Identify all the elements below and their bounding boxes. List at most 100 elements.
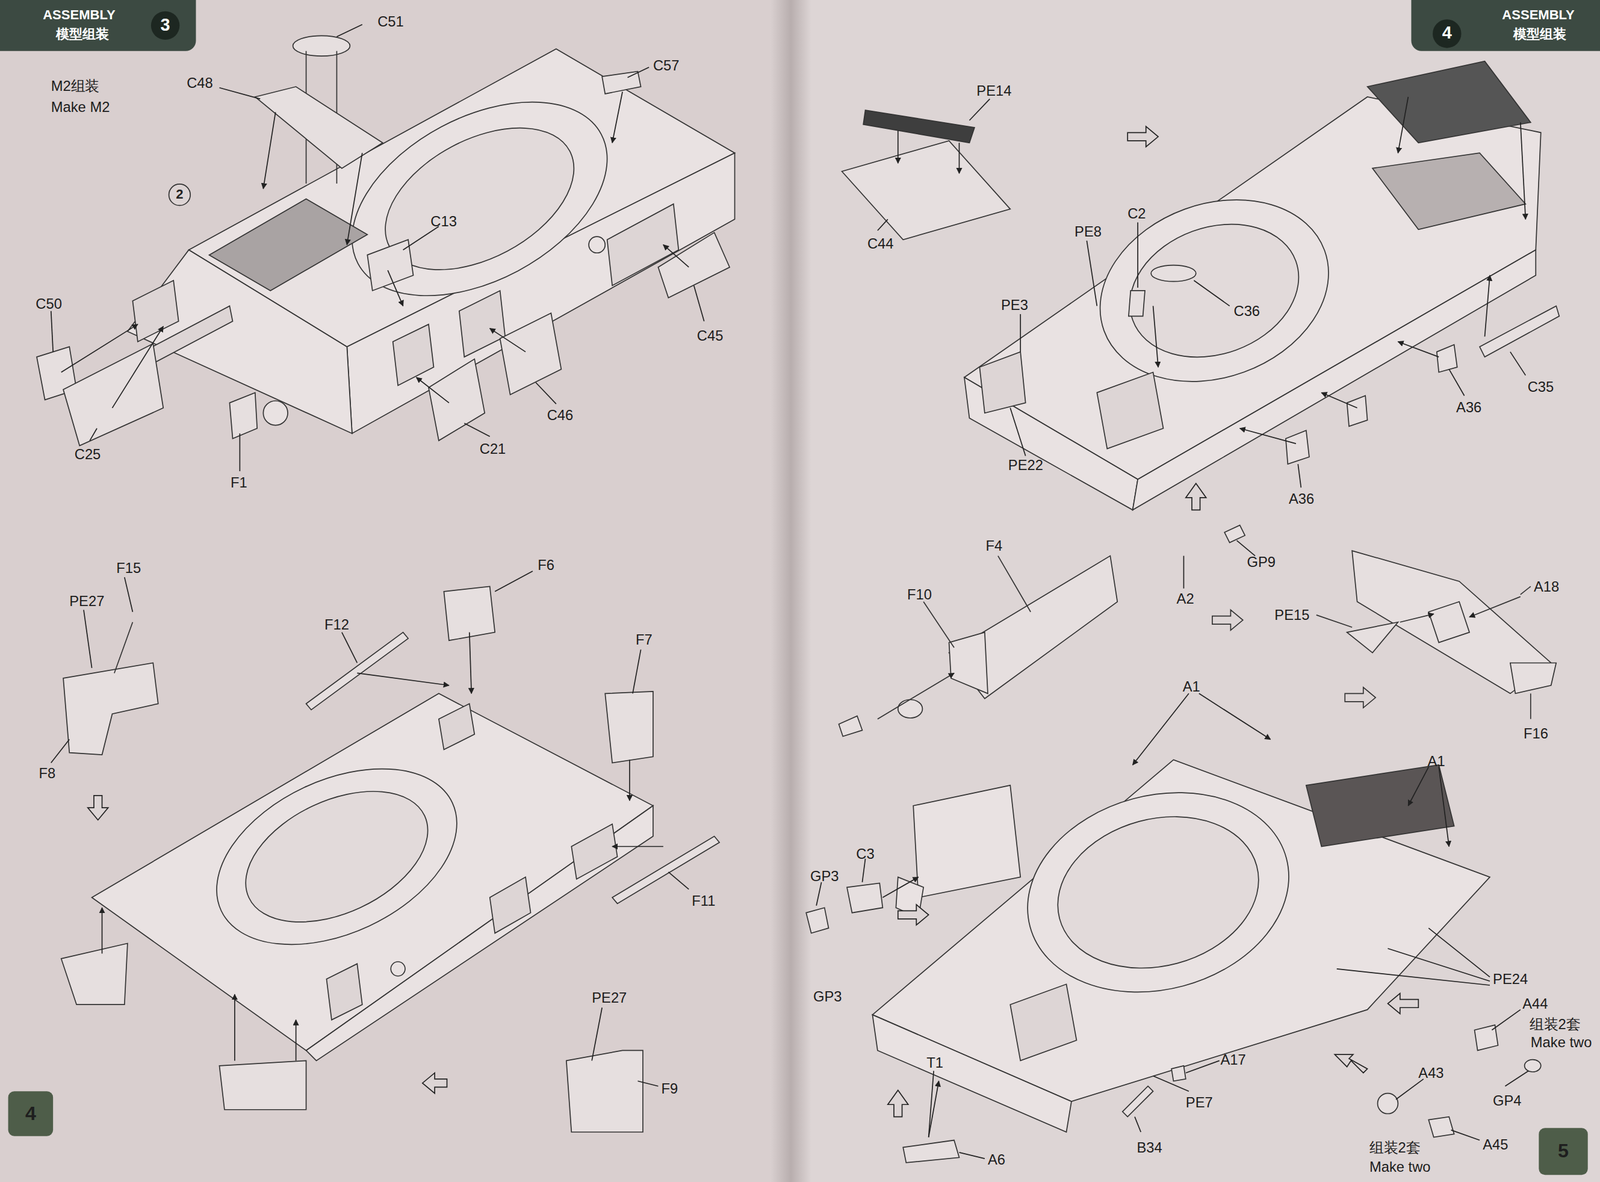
part-label: PE22 [1008,456,1044,474]
part-label: A1 [1182,678,1201,695]
part-label: C57 [653,57,680,74]
parts-step3-top-shape [63,343,164,446]
leaders-step4-bottom-shape [1134,1117,1141,1133]
parts-step4-bottom [806,883,1542,1163]
part-label: C25 [74,446,102,463]
parts-step4-bottom-shape [1524,1060,1542,1073]
parts-step4-top-shape [1479,305,1560,357]
leaders-step4-top-shape [1321,392,1357,408]
part-label: GP3 [813,988,842,1005]
leaders-step3-top-shape [239,433,241,472]
hull-step3-top [127,48,735,434]
leaders-step3-bottom-shape [612,846,664,848]
hull-step3-bottom-shape [225,765,449,949]
hull-step3-bottom-shape [489,877,531,934]
leaders-step4-top-shape [1237,540,1256,556]
leaders-step4-top-shape [969,98,990,121]
leaders-step4-bottom-shape [928,1070,934,1138]
subassemblies-step4-shape [1469,596,1521,618]
part-label: T1 [926,1054,944,1071]
leaders-step3-top-shape [694,285,705,321]
part-label: PE8 [1074,223,1102,240]
leaders-step4-bottom [816,693,1529,1159]
parts-step3-top-shape [293,35,351,56]
assembly-header: ASSEMBLY模型组装4 [1410,0,1600,52]
leaders-step3-bottom-shape [422,1073,448,1094]
leaders-step3-top-shape [612,92,623,144]
parts-step4-top [842,61,1560,543]
hull-step3-top-shape [459,290,506,357]
hull-step4-bottom [872,759,1490,1133]
part-label: F6 [537,556,555,574]
leaders-step4-bottom-shape [816,882,822,906]
hull-step4-bottom-shape [1005,764,1312,1021]
leaders-step4-bottom-shape [1407,766,1429,806]
leaders-step3-bottom-shape [101,907,103,954]
leaders-step4-bottom-shape [1504,1070,1529,1086]
part-label: A45 [1482,1136,1508,1153]
parts-step4-top-shape [1224,525,1245,543]
parts-step3-top-shape [601,71,641,94]
parts-step3-top-shape [229,392,258,439]
part-label: A6 [987,1151,1006,1168]
leaders-step4-bottom-shape [898,904,929,926]
part-label: C46 [547,406,574,424]
hull-step3-bottom-shape [571,824,618,880]
hull-step4-top [964,96,1542,510]
subassemblies-step4-shape [898,699,923,719]
leaders-step3-top-shape [89,428,97,441]
hull-step4-bottom-shape [1010,984,1077,1061]
leaders-step3-top-shape [111,326,164,409]
part-label: C44 [867,235,894,252]
leaders-step4-bottom-shape [1334,1054,1368,1074]
leaders-step3-top-shape [535,382,557,404]
page-number-text: 4 [25,1103,37,1125]
parts-step4-bottom-shape [806,907,829,934]
parts-step3-top-shape [255,86,383,169]
part-label: PE7 [1185,1094,1213,1111]
leaders-step3-top-shape [416,377,450,403]
leaders-step3-top-shape [627,67,650,78]
leaders-step3-top-shape [51,311,53,353]
part-label: A44 [1522,995,1548,1012]
hull-step3-top-shape [263,400,288,426]
assembly-header-text: 模型组装 [55,27,109,43]
leaders-step3-bottom-shape [51,739,70,764]
step-number: 4 [1432,19,1461,48]
part-label: PE27 [69,592,105,610]
parts-step3-bottom-shape [604,691,654,764]
part-label: C45 [697,327,724,344]
leaders-step4-bottom-shape [958,1152,985,1159]
leaders-step4-bottom-shape [1438,766,1449,847]
hull-step3-bottom-shape [438,703,475,750]
hull-step3-top-shape [209,198,368,291]
parts-step3-bottom-shape [63,662,159,755]
subassemblies-step4-shape [949,556,1118,699]
leaders-step3-bottom-shape [591,1007,602,1061]
leaders-step4-top-shape [1127,126,1159,147]
leaders-step3-top-shape [346,152,362,245]
leaders-step3-bottom-shape [341,632,357,664]
part-label: A36 [1288,490,1315,507]
part-label: PE24 [1492,970,1528,988]
leaders-step3-bottom-shape [632,649,642,694]
hull-step3-bottom-shape [390,961,406,977]
leaders-step3-top-shape [61,324,138,373]
leaders-step3-top-shape [489,328,526,353]
part-label: A43 [1418,1064,1444,1082]
step-number: 3 [151,11,180,40]
leaders-step4-bottom-shape [862,858,866,883]
subassemblies-step4-shape [949,632,988,695]
leaders-step4-bottom-shape [887,1090,909,1118]
leaders-step3-top-shape [403,226,439,250]
leaders-step4-bottom-shape [1336,969,1490,986]
part-label: M2组装 [51,77,100,94]
part-label: F8 [38,765,56,782]
parts-step4-top-shape [1285,430,1310,465]
leaders-step3-bottom-shape [638,1081,659,1086]
leaders-step4-bottom-shape [1428,928,1490,977]
part-label: A2 [1176,590,1195,607]
part-label: C36 [1233,302,1260,320]
parts-step3-bottom-shape [566,1050,643,1133]
